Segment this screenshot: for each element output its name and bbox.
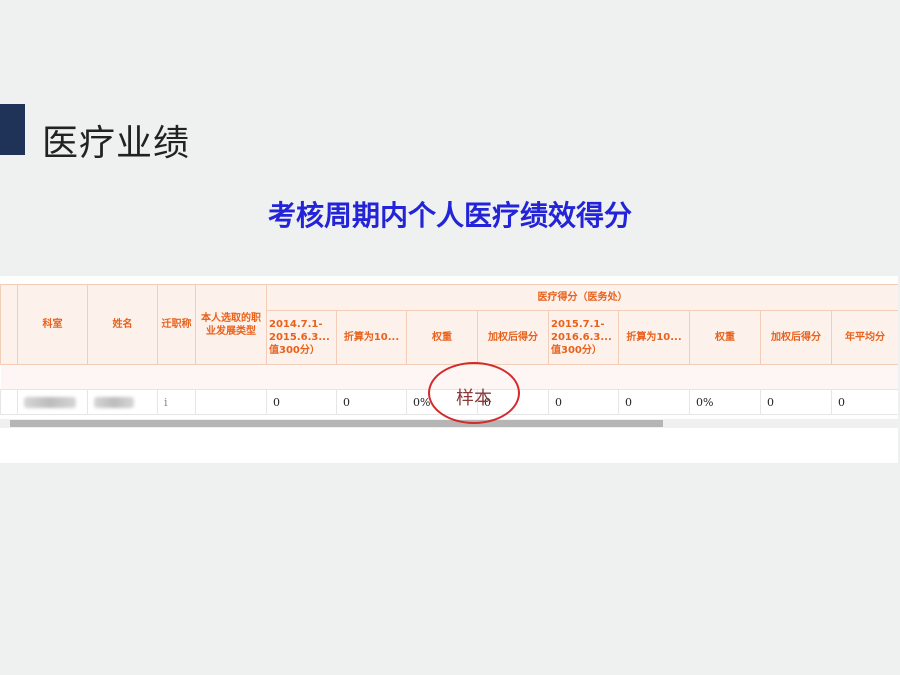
sample-stamp-text: 样本 xyxy=(456,388,492,409)
slide-subtitle: 考核周期内个人医疗绩效得分 xyxy=(267,199,632,232)
column-header-p1-weighted[interactable]: 加权后得分 xyxy=(477,310,549,365)
name-cell xyxy=(87,389,158,415)
annual-avg-cell: 0 xyxy=(830,389,898,415)
row-selector-header xyxy=(0,284,18,365)
p2-weight-cell: 0% xyxy=(689,389,761,415)
column-header-name[interactable]: 姓名 xyxy=(87,284,158,365)
column-header-annual-avg[interactable]: 年平均分 xyxy=(830,310,898,365)
redacted-name xyxy=(94,397,134,408)
dept-cell xyxy=(17,389,88,415)
scrollbar-thumb[interactable] xyxy=(10,420,663,427)
column-header-career-type[interactable]: 本人选取的职业发展类型 xyxy=(195,284,267,365)
column-header-p1-convert[interactable]: 折算为10... xyxy=(336,310,407,365)
career-cell xyxy=(195,389,267,415)
redacted-dept xyxy=(24,397,76,408)
sample-stamp: 样本 xyxy=(428,362,520,424)
performance-table: 科室 姓名 迁职称 本人选取的职业发展类型 医疗得分（医务处） 2014.7.1… xyxy=(0,284,898,415)
p2-period-cell: 0 xyxy=(548,389,619,415)
title-cell: i xyxy=(157,389,196,415)
p1-convert-cell: 0 xyxy=(336,389,407,415)
horizontal-scrollbar[interactable] xyxy=(0,419,898,428)
row-selector-cell[interactable] xyxy=(0,389,18,415)
column-header-p1-weight[interactable]: 权重 xyxy=(406,310,478,365)
column-header-title[interactable]: 迁职称 xyxy=(157,284,196,365)
title-accent-bar xyxy=(0,104,25,155)
slide-title: 医疗业绩 xyxy=(42,123,191,164)
p1-period-cell: 0 xyxy=(266,389,337,415)
column-header-p2-weighted[interactable]: 加权后得分 xyxy=(760,310,832,365)
column-header-p2-convert[interactable]: 折算为10... xyxy=(618,310,690,365)
column-header-p2-weight[interactable]: 权重 xyxy=(689,310,761,365)
table-screenshot: 科室 姓名 迁职称 本人选取的职业发展类型 医疗得分（医务处） 2014.7.1… xyxy=(0,276,898,463)
column-header-dept[interactable]: 科室 xyxy=(17,284,88,365)
p2-weighted-cell: 0 xyxy=(760,389,832,415)
column-group-header-medical-score: 医疗得分（医务处） xyxy=(265,284,898,311)
column-header-p1-period[interactable]: 2014.7.1-2015.6.3...值300分） xyxy=(266,310,337,365)
column-header-p2-period[interactable]: 2015.7.1-2016.6.3...值300分） xyxy=(548,310,619,365)
p2-convert-cell: 0 xyxy=(618,389,690,415)
